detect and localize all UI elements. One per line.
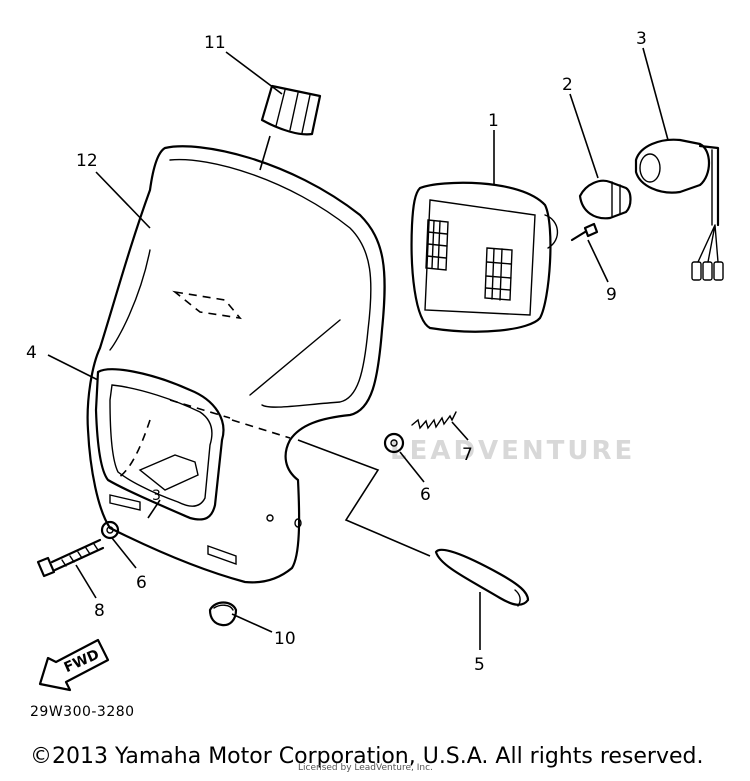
callout-6-upper: 6 [420,485,431,505]
washer-6-upper [383,432,405,454]
callout-4: 4 [26,343,37,363]
copyright-notice: ©2013 Yamaha Motor Corporation, U.S.A. A… [30,744,704,769]
socket-cord [634,138,724,281]
cap-11 [260,84,322,136]
callout-11: 11 [204,33,226,53]
license-watermark: Licensed by LeadVenture, Inc. [298,763,433,773]
band-5 [434,548,530,607]
headlight-bulb [578,179,632,220]
headlight-unit [410,181,559,333]
callout-9: 9 [606,285,617,305]
callout-2: 2 [562,75,573,95]
callout-7: 7 [462,445,473,465]
spring-7 [411,411,457,430]
fwd-label: FWD [62,647,102,677]
callout-5: 5 [474,655,485,675]
screw-9 [570,222,599,242]
leadventure-background-mark: LEADVENTURE [390,436,636,466]
forward-direction-arrow: FWD [38,638,110,692]
grommet-10 [208,601,238,627]
callout-8: 8 [94,601,105,621]
callout-10: 10 [274,629,296,649]
callout-1: 1 [488,111,499,131]
washer-6-lower [100,520,120,540]
bolt-8 [36,538,105,578]
callout-6-lower: 6 [136,573,147,593]
leader-lines [47,47,669,650]
callout-3-inner: 3 [152,488,161,504]
callout-12: 12 [76,151,98,171]
callout-3: 3 [636,29,647,49]
callout-numbers: 11 12 4 1 2 3 9 7 6 3 6 8 10 5 [26,29,647,675]
headlight-cowl [86,145,386,584]
drawing-code: 29W300-3280 [30,704,135,720]
